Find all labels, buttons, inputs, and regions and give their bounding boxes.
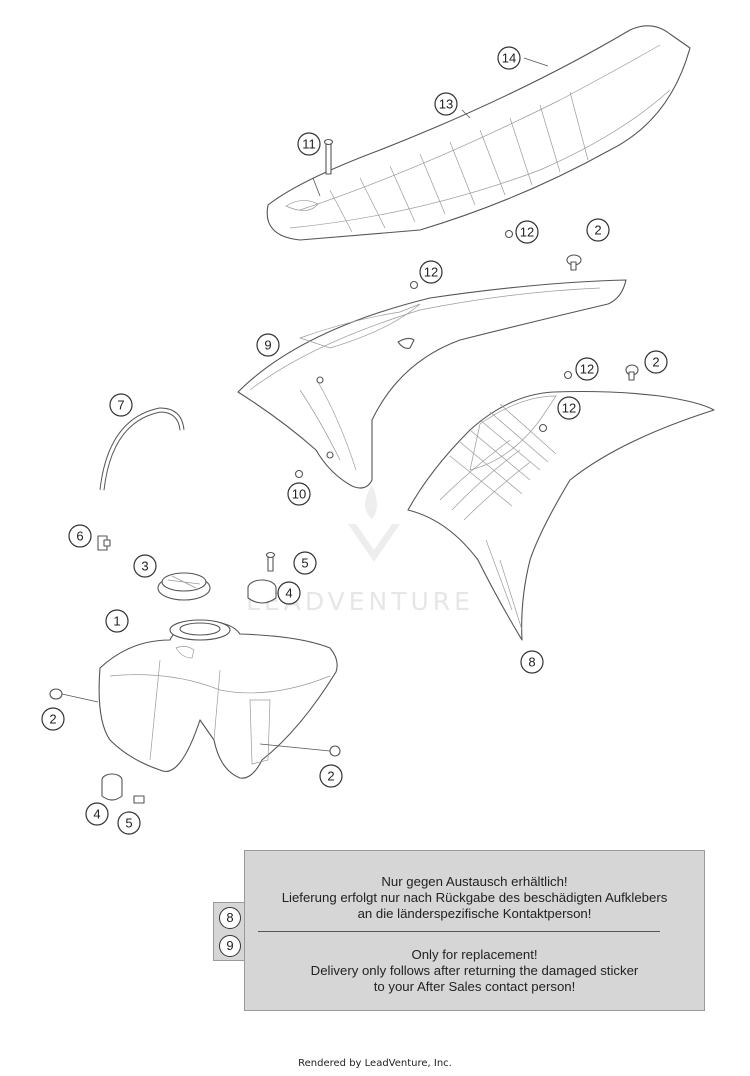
callout-3: 3 (133, 554, 157, 578)
seat (266, 25, 691, 241)
note-english-line-1: Only for replacement! (411, 947, 538, 962)
svg-text:12: 12 (424, 265, 438, 280)
svg-text:4: 4 (285, 586, 292, 601)
callout-12-a: 12 (419, 260, 443, 284)
svg-text:5: 5 (125, 816, 132, 831)
upper-screw (265, 551, 276, 572)
left-side-cover (237, 279, 627, 489)
svg-text:2: 2 (652, 355, 659, 370)
vent-valve (97, 535, 111, 551)
callout-5-b: 5 (117, 811, 141, 835)
svg-text:12: 12 (562, 401, 576, 416)
note-german-line-1: Nur gegen Austausch erhältlich! (381, 874, 568, 889)
svg-text:9: 9 (264, 338, 271, 353)
right-side-cover (407, 390, 715, 641)
replacement-note-box: Nur gegen Austausch erhältlich! Lieferun… (244, 850, 705, 1011)
note-english: Only for replacement! Delivery only foll… (245, 947, 704, 995)
callout-12-b: 12 (515, 220, 539, 244)
lower-rubber-bushing (101, 773, 123, 801)
lower-screw (133, 795, 145, 804)
svg-text:14: 14 (502, 51, 516, 66)
tank-screw-right (259, 743, 341, 757)
nut-2 (504, 229, 514, 239)
svg-text:13: 13 (439, 97, 453, 112)
tank-cap (157, 572, 211, 601)
svg-text:10: 10 (292, 487, 306, 502)
svg-text:12: 12 (580, 362, 594, 377)
callout-12-c: 12 (575, 357, 599, 381)
note-ref-8: 8 (219, 907, 241, 929)
svg-text:7: 7 (117, 398, 124, 413)
callout-9: 9 (256, 333, 280, 357)
svg-text:4: 4 (93, 807, 100, 822)
nut-10 (294, 469, 304, 479)
note-english-line-2: Delivery only follows after returning th… (310, 963, 639, 978)
note-german-line-3: an die länderspezifische Kontaktperson! (357, 906, 592, 921)
note-ref-9: 9 (219, 935, 241, 957)
callout-2-c: 2 (586, 218, 610, 242)
nut-3 (563, 370, 573, 380)
seat-screw (323, 138, 334, 175)
svg-text:11: 11 (302, 137, 316, 152)
callout-4-b: 4 (85, 802, 109, 826)
svg-text:8: 8 (528, 655, 535, 670)
callout-4-a: 4 (277, 581, 301, 605)
svg-text:5: 5 (301, 556, 308, 571)
svg-text:2: 2 (49, 712, 56, 727)
cover-screw-right (625, 364, 639, 381)
exploded-parts-diagram: LEADVENTURE (41, 25, 715, 835)
vent-hose (99, 407, 185, 491)
svg-text:1: 1 (113, 614, 120, 629)
cover-screw-left (566, 254, 582, 271)
callout-6: 6 (68, 524, 92, 548)
tank-screw-left (49, 688, 99, 703)
svg-text:2: 2 (327, 769, 334, 784)
callout-7: 7 (109, 393, 133, 417)
note-english-line-3: to your After Sales contact person! (373, 979, 576, 994)
callout-13: 13 (434, 92, 458, 116)
callout-2-d: 2 (644, 350, 668, 374)
callout-12-d: 12 (557, 396, 581, 420)
callout-1: 1 (105, 609, 129, 633)
callout-14: 14 (497, 46, 521, 70)
upper-rubber-bushing (247, 579, 277, 604)
footer-credit: Rendered by LeadVenture, Inc. (298, 1058, 452, 1069)
note-divider (258, 931, 660, 932)
note-reference-tabs: 8 9 (213, 902, 244, 961)
callout-11: 11 (297, 132, 321, 156)
svg-text:2: 2 (594, 223, 601, 238)
svg-text:6: 6 (76, 529, 83, 544)
note-german: Nur gegen Austausch erhältlich! Lieferun… (245, 874, 704, 922)
svg-text:12: 12 (520, 225, 534, 240)
callout-5-a: 5 (293, 551, 317, 575)
note-german-line-2: Lieferung erfolgt nur nach Rückgabe des … (281, 890, 668, 905)
callout-2-a: 2 (41, 707, 65, 731)
callout-10: 10 (287, 482, 311, 506)
callout-2-b: 2 (319, 764, 343, 788)
fuel-tank (98, 619, 338, 779)
callout-8: 8 (520, 650, 544, 674)
nut-1 (409, 280, 419, 290)
nut-4 (538, 423, 548, 433)
svg-text:3: 3 (141, 559, 148, 574)
